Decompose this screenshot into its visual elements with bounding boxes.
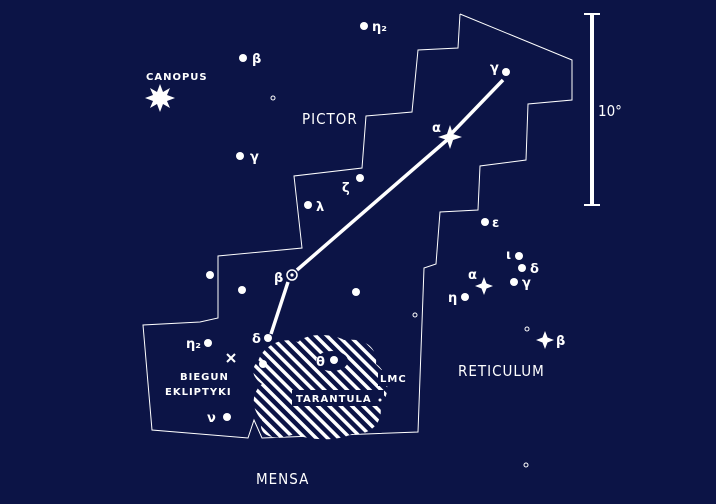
circle-dot-icon xyxy=(286,269,298,281)
lmc-label-bg xyxy=(378,370,418,386)
ecliptic-pole-label-line2: EKLIPTYKI xyxy=(165,387,232,398)
star-dot xyxy=(515,252,523,260)
star-label-delta-ret: δ xyxy=(530,262,539,277)
star-label-beta-ret: β xyxy=(556,334,565,349)
scale-bar: 10° xyxy=(584,13,622,206)
constellation-label-reticulum: RETICULUM xyxy=(458,362,545,380)
tarantula-bg xyxy=(292,390,384,406)
star-dot xyxy=(518,264,526,272)
dorado-boundary xyxy=(142,13,573,439)
dorado-line-beta-delta xyxy=(269,281,290,335)
star-label-beta-pictor: β xyxy=(252,52,261,67)
dorado-line-alpha-beta xyxy=(295,138,449,272)
star-label-alpha-dor: α xyxy=(432,121,441,136)
star-dot xyxy=(206,271,214,279)
ecliptic-pole-label-line1: BIEGUN xyxy=(180,372,229,383)
four-point-star-icon xyxy=(438,125,462,149)
star-label-zeta-dor: ζ xyxy=(342,181,350,196)
star-dot xyxy=(356,174,364,182)
star-dot xyxy=(481,218,489,226)
star-label-iota-ret: ι xyxy=(506,248,511,263)
star-label-eta-ret: η xyxy=(448,291,457,306)
star-label-theta-dor: θ xyxy=(316,355,325,370)
eight-point-star-icon xyxy=(145,84,175,112)
constellation-label-pictor: PICTOR xyxy=(302,110,358,128)
canopus-label: CANOPUS xyxy=(146,72,208,83)
star-dot xyxy=(304,201,312,209)
lmc-cloud xyxy=(253,335,388,440)
star-dot xyxy=(238,286,246,294)
star-label-alpha-ret: α xyxy=(468,268,477,283)
star-label-epsilon-ret: ε xyxy=(492,216,499,231)
star-dot xyxy=(330,356,338,364)
tarantula-label: TARANTULA xyxy=(296,394,372,405)
star-label-delta-dor: δ xyxy=(252,332,261,347)
cross-icon xyxy=(226,353,236,363)
star-dot xyxy=(204,339,212,347)
faint-star xyxy=(270,95,276,101)
star-dot xyxy=(510,278,518,286)
star-dot xyxy=(461,293,469,301)
scale-bar-label: 10° xyxy=(598,102,622,120)
star-dot xyxy=(223,413,231,421)
star-dot xyxy=(360,22,368,30)
star-label-beta-dor: β xyxy=(274,271,283,286)
star-dot xyxy=(502,68,510,76)
star-label-nu-dor: ν xyxy=(207,411,216,426)
star-label-eta2: η₂ xyxy=(372,20,387,35)
star-dot xyxy=(264,334,272,342)
star-label-gamma-dor: γ xyxy=(490,61,499,76)
canopus-star: CANOPUS xyxy=(145,72,208,112)
star-dot xyxy=(239,54,247,62)
four-point-star-icon xyxy=(536,331,554,349)
faint-star xyxy=(523,462,529,468)
star-label-eta2-dor: η₂ xyxy=(186,337,201,352)
four-point-star-icon xyxy=(475,277,493,295)
star-label-gamma-pictor: γ xyxy=(250,150,259,165)
star-dot xyxy=(236,152,244,160)
star-dot xyxy=(259,360,267,368)
star-label-gamma-ret: γ xyxy=(522,276,531,291)
faint-star xyxy=(412,312,418,318)
tarantula-marker xyxy=(378,398,382,402)
dorado-line-gamma-alpha xyxy=(449,78,505,136)
faint-star xyxy=(524,326,530,332)
star-label-lambda-dor: λ xyxy=(316,200,324,215)
lmc-label: LMC xyxy=(380,374,407,385)
constellation-label-mensa: MENSA xyxy=(256,470,309,488)
star-dot xyxy=(352,288,360,296)
